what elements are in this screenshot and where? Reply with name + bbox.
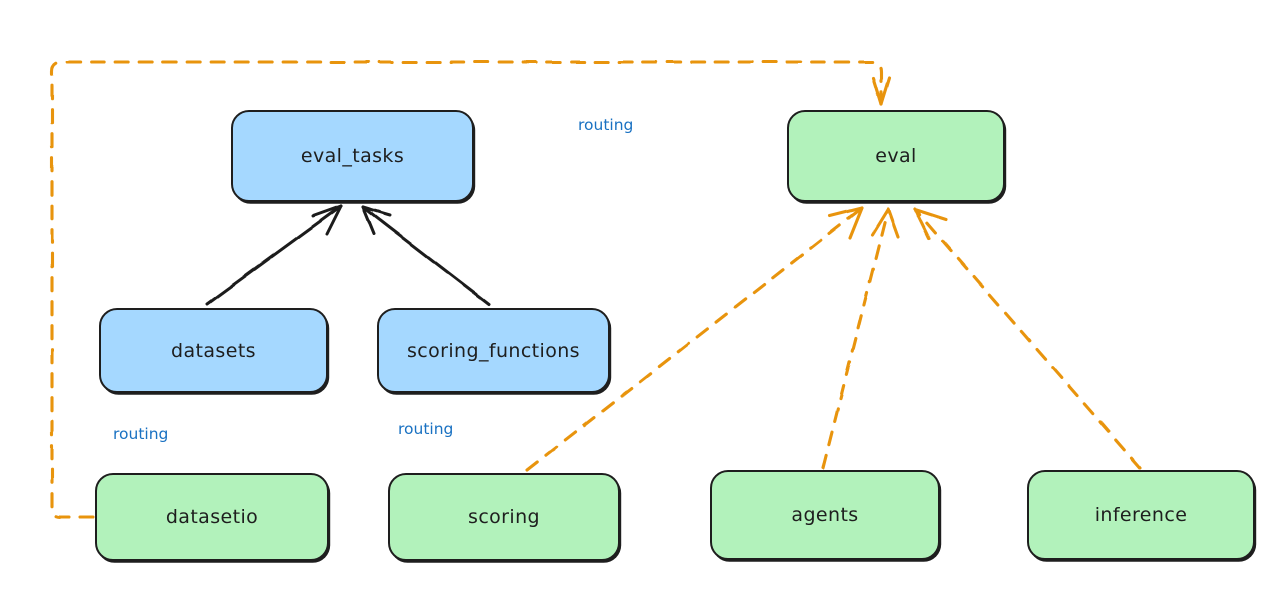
node-label-eval: eval [875,145,917,167]
node-label-datasetio: datasetio [165,506,259,528]
edge-scoring_functions-eval_tasks [361,205,491,306]
node-label-inference: inference [1094,504,1188,526]
node-inference[interactable]: inference [1027,470,1255,560]
node-label-scoring: scoring [468,506,540,528]
edge-inference-eval [913,207,1142,470]
edge-label-routing-scoring_functions-scoring: routing [398,420,454,438]
node-label-datasets: datasets [171,339,256,362]
node-agents[interactable]: agents [710,470,940,560]
edge-datasetio-eval [50,60,891,519]
edge-agents-eval [821,207,900,470]
node-label-eval_tasks: eval_tasks [300,145,405,167]
node-datasetio[interactable]: datasetio [95,473,329,561]
edge-label-routing-eval_tasks-eval: routing [578,116,634,134]
node-scoring[interactable]: scoring [388,473,620,561]
node-eval_tasks[interactable]: eval_tasks [231,110,474,202]
edge-scoring-eval [525,206,864,472]
node-label-scoring_functions: scoring_functions [407,339,580,362]
edge-datasets-eval_tasks [205,204,343,306]
node-datasets[interactable]: datasets [99,308,328,393]
node-scoring_functions[interactable]: scoring_functions [377,308,610,393]
node-eval[interactable]: eval [787,110,1005,202]
node-label-agents: agents [791,504,859,526]
edge-label-routing-datasets-datasetio: routing [113,425,169,443]
